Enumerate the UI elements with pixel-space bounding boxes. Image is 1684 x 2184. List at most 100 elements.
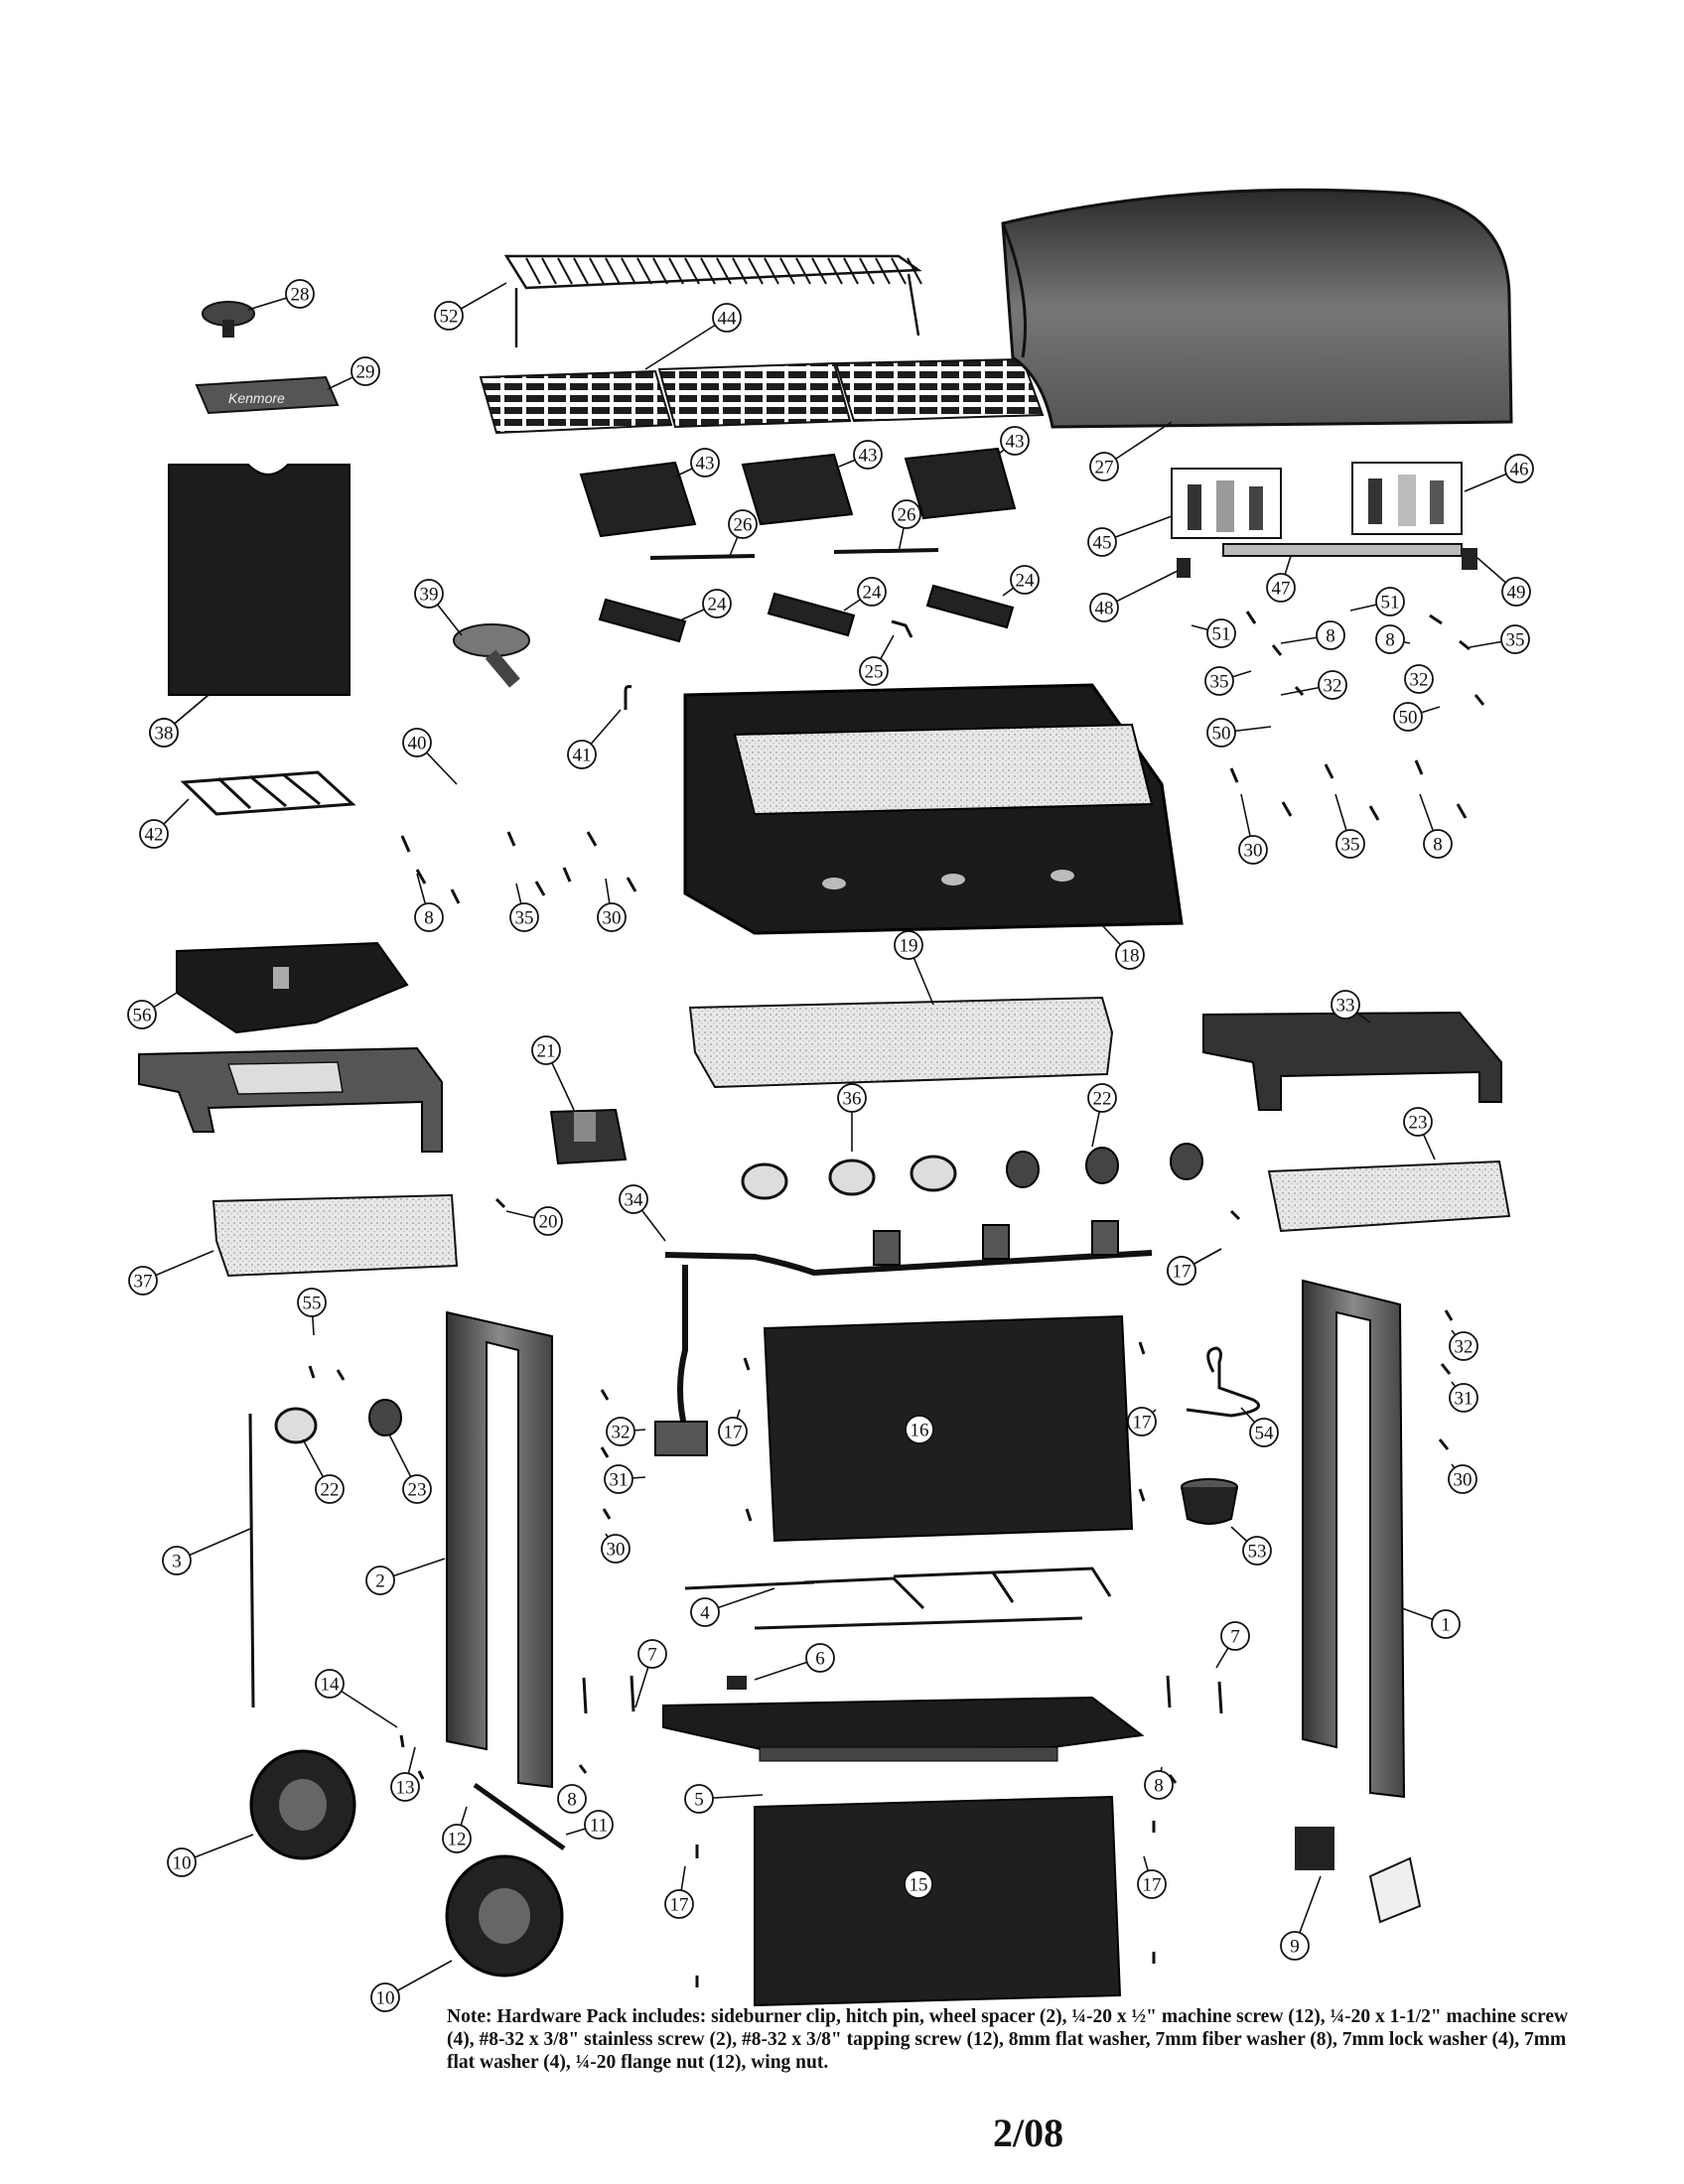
callout-circle — [370, 1982, 400, 2012]
callout-circle — [414, 902, 444, 932]
screw-mark — [586, 831, 598, 847]
part-drawing-26 — [649, 548, 939, 560]
callout-33: 33 — [1331, 990, 1360, 1020]
callout-circle — [1144, 1770, 1174, 1800]
callout-35: 35 — [1500, 624, 1530, 654]
rack-slat — [859, 257, 875, 285]
callout-label: 56 — [133, 1006, 152, 1026]
callout-17: 17 — [1137, 1869, 1167, 1899]
callout-label: 34 — [625, 1190, 644, 1211]
callout-1: 1 — [1431, 1609, 1461, 1639]
callout-circle — [1266, 573, 1296, 603]
callout-label: 19 — [900, 936, 918, 957]
callout-16: 16 — [905, 1415, 934, 1444]
callout-label: 17 — [670, 1895, 689, 1916]
callout-label: 18 — [1121, 946, 1140, 967]
callout-circle — [606, 1417, 635, 1446]
callout-label: 8 — [1154, 1776, 1164, 1797]
callout-label: 16 — [911, 1421, 929, 1441]
callout-label: 38 — [155, 724, 174, 745]
callout-circle — [702, 589, 732, 618]
callout-circle — [434, 301, 464, 331]
callout-circle — [1431, 1609, 1461, 1639]
part-drawing-42 — [180, 770, 356, 816]
callout-24: 24 — [1010, 565, 1040, 595]
part-drawing-52 — [503, 254, 922, 347]
screw-mark — [578, 1764, 588, 1774]
part-drawing-20 — [664, 1250, 1153, 1431]
callout-label: 46 — [1510, 460, 1529, 480]
callout-label: 32 — [1324, 676, 1342, 697]
callout-31: 31 — [604, 1464, 633, 1494]
callout-8: 8 — [414, 902, 444, 932]
callout-label: 39 — [420, 585, 439, 606]
callout-circle — [1087, 527, 1117, 557]
callout-circle — [684, 1784, 714, 1814]
part-drawing-10 — [249, 1749, 564, 1978]
callout-label: 50 — [1212, 724, 1231, 745]
screw-mark — [600, 1389, 610, 1401]
screw-mark — [1271, 644, 1283, 656]
callout-circle — [414, 579, 444, 609]
callout-circle — [690, 448, 720, 478]
callout-8: 8 — [1144, 1770, 1174, 1800]
callout-circle — [619, 1184, 648, 1214]
screw-mark — [415, 869, 427, 885]
screw-mark — [494, 1197, 506, 1209]
callout-circle — [149, 718, 179, 748]
callout-35: 35 — [1335, 829, 1365, 859]
callout-circle — [533, 1206, 563, 1236]
callout-53: 53 — [1242, 1536, 1272, 1566]
screw-mark — [400, 835, 411, 853]
part-drawing-29: Kenmore — [195, 375, 340, 415]
callout-circle — [728, 509, 758, 539]
callout-label: 35 — [515, 908, 534, 929]
screw-mark — [1444, 1309, 1454, 1321]
callout-label: 17 — [1143, 1875, 1162, 1896]
callout-circle — [859, 656, 889, 686]
screw-mark — [743, 1357, 751, 1371]
callout-40: 40 — [402, 728, 432, 757]
part-drawing-39 — [453, 623, 530, 688]
callout-label: 8 — [1433, 835, 1443, 856]
callout-circle — [1393, 702, 1423, 732]
screw-mark — [1429, 614, 1443, 625]
callout-46: 46 — [1504, 454, 1534, 483]
callout-49: 49 — [1501, 577, 1531, 607]
callout-label: 9 — [1290, 1937, 1300, 1958]
callout-circle — [297, 1288, 327, 1317]
callout-32: 32 — [606, 1417, 635, 1446]
callout-label: 17 — [724, 1423, 743, 1443]
page-code: 2/08 — [993, 2111, 1064, 2155]
part-drawing-22 — [741, 1155, 957, 1200]
callout-label: 13 — [396, 1778, 415, 1799]
callout-7: 7 — [1220, 1621, 1250, 1651]
hardware-note: Note: Hardware Pack includes: sideburner… — [447, 2005, 1599, 2074]
callout-circle — [805, 1643, 835, 1673]
callout-circle — [1206, 618, 1236, 648]
callout-30: 30 — [597, 902, 627, 932]
callout-label: 8 — [424, 908, 434, 929]
callout-36: 36 — [837, 1083, 867, 1113]
callout-circle — [1500, 624, 1530, 654]
callout-35: 35 — [509, 902, 539, 932]
part-drawing-5 — [662, 1696, 1145, 1762]
part-drawing-53 — [1181, 1478, 1238, 1525]
screw-mark — [1217, 1681, 1223, 1714]
callout-circle — [1318, 670, 1347, 700]
callout-label: 11 — [590, 1816, 608, 1837]
rack-slat — [525, 257, 541, 285]
callout-circle — [1280, 1931, 1310, 1961]
part-drawing-6 — [727, 1676, 747, 1690]
callout-circle — [1242, 1536, 1272, 1566]
callout-11: 11 — [584, 1810, 614, 1840]
callout-circle — [1331, 990, 1360, 1020]
callout-2: 2 — [365, 1566, 395, 1595]
callout-label: 32 — [1410, 670, 1429, 691]
callout-label: 17 — [1133, 1413, 1152, 1433]
rack-slat — [779, 257, 795, 285]
note-label: Note: — [447, 2006, 492, 2027]
rack-slat — [732, 257, 748, 285]
callout-label: 7 — [647, 1645, 657, 1666]
